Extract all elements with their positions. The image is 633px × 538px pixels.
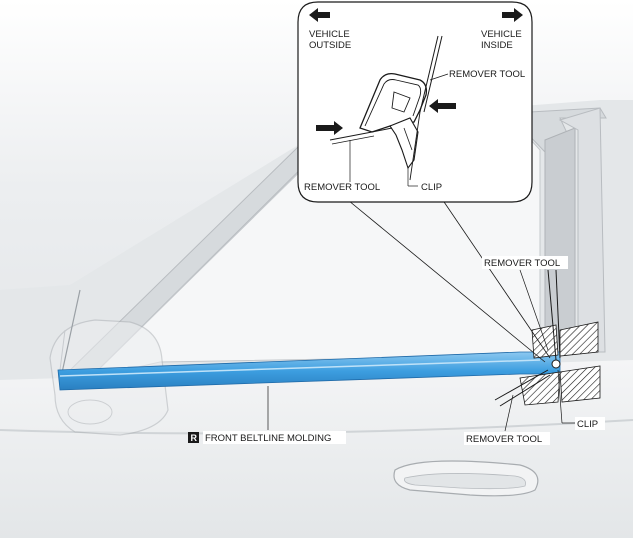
callout-box: VEHICLE OUTSIDE VEHICLE INSIDE REMOVER T… (297, 1, 533, 203)
arrow-left-icon (309, 8, 330, 22)
front-beltline-molding-label: FRONT BELTLINE MOLDING (205, 433, 331, 444)
arrow-right-icon (502, 8, 523, 22)
push-arrow-left-icon (429, 99, 456, 113)
section-hatch (519, 321, 601, 406)
vehicle-outside-label-2: OUTSIDE (309, 40, 351, 51)
push-arrow-right-icon (316, 121, 343, 135)
a-pillar-edge (59, 289, 81, 383)
part-code-badge-text: R (191, 433, 198, 443)
leader-remover-upper (429, 73, 449, 81)
callout-leaders (342, 195, 551, 363)
remover-tool-lower-label: REMOVER TOOL (304, 182, 380, 193)
remover-tool-bottom-label: REMOVER TOOL (466, 434, 542, 445)
part-code-badge (188, 432, 199, 443)
remover-tool-top-label: REMOVER TOOL (484, 258, 560, 269)
molding-section (329, 35, 443, 181)
remover-tool-main (494, 269, 561, 407)
vehicle-inside-label-1: VEHICLE (481, 29, 522, 40)
clip-label: CLIP (577, 419, 598, 430)
door-handle (393, 460, 539, 497)
clip-callout-label: CLIP (421, 182, 442, 193)
main-labels: REMOVER TOOL REMOVER TOOL CLIP R FRONT B… (188, 256, 605, 445)
vehicle-outside-label-1: VEHICLE (309, 29, 350, 40)
remover-tool-upper-label: REMOVER TOOL (449, 69, 525, 80)
vehicle-inside-label-2: INSIDE (481, 40, 513, 51)
